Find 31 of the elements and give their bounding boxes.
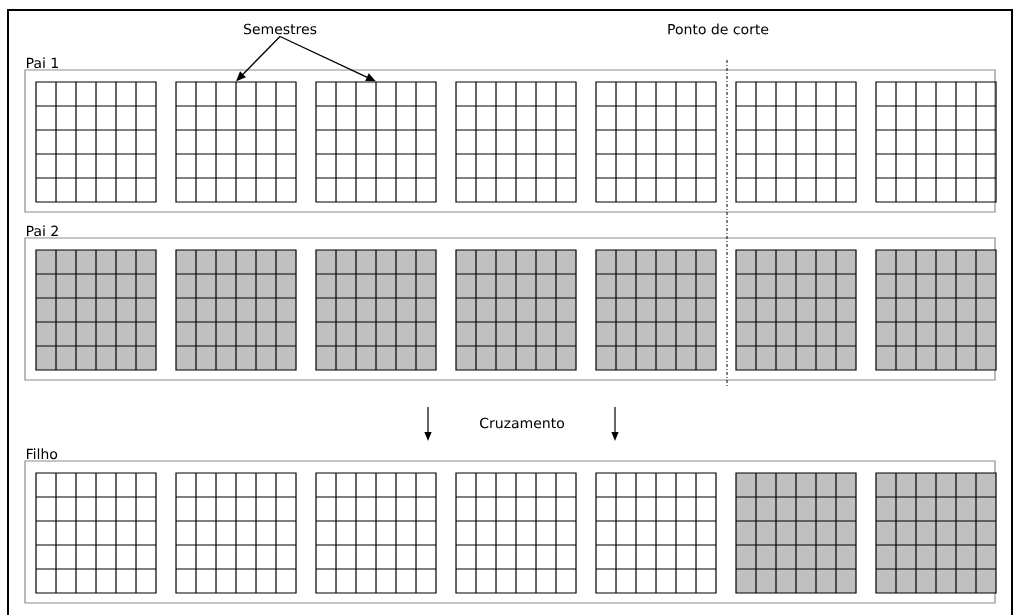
grid	[595, 249, 717, 371]
grid	[315, 249, 437, 371]
label-text: Ponto de corte	[665, 21, 771, 37]
grid	[35, 472, 157, 594]
grid	[455, 81, 577, 203]
grid	[35, 81, 157, 203]
grid	[595, 472, 717, 594]
arrow	[279, 35, 376, 82]
node-label: Pai 2	[26, 225, 58, 237]
label-text: Cruzamento	[477, 415, 567, 431]
node-label: Filho	[26, 448, 58, 460]
grid	[595, 81, 717, 203]
grid	[35, 249, 157, 371]
grid	[735, 472, 857, 594]
node-label: Pai 1	[26, 57, 58, 69]
grid	[315, 81, 437, 203]
grid	[875, 249, 997, 371]
grid	[175, 472, 297, 594]
band-box: Pai 2	[24, 225, 996, 381]
grid	[175, 249, 297, 371]
band-box: Pai 1	[24, 57, 996, 213]
band-box: Filho	[24, 448, 996, 604]
label-text: Semestres	[244, 23, 317, 35]
grid	[175, 81, 297, 203]
grid	[735, 249, 857, 371]
grid	[875, 472, 997, 594]
grid	[455, 249, 577, 371]
grid	[735, 81, 857, 203]
grid	[875, 81, 997, 203]
grid	[315, 472, 437, 594]
grid	[455, 472, 577, 594]
